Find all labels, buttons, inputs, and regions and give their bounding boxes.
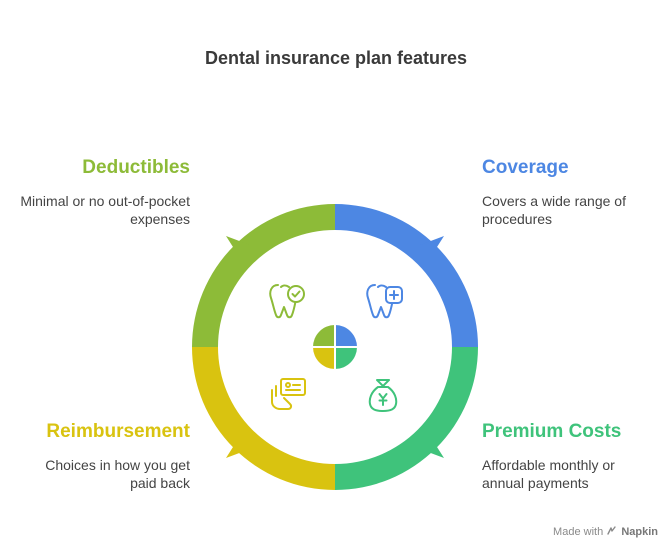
center-quadrant-premium: [335, 347, 357, 369]
ring-arrow-premium: [420, 436, 444, 458]
center-quadrant-coverage: [335, 325, 357, 347]
ring-segment-deductibles: [192, 204, 335, 347]
ring-segment-coverage: [335, 204, 478, 347]
ring-arrow-reimbursement: [226, 436, 250, 458]
ring-arrow-coverage: [420, 236, 444, 258]
hand-card-icon: [271, 378, 306, 410]
deductibles-title: Deductibles: [82, 157, 190, 178]
ring-arrow-deductibles: [226, 236, 250, 258]
reimbursement-description: Choices in how you get paid back: [45, 457, 190, 491]
coverage-title: Coverage: [482, 157, 569, 178]
page-title: Dental insurance plan features: [204, 48, 468, 68]
ring-segment-premium: [335, 347, 478, 490]
made-with-label: Made with: [553, 526, 604, 538]
tooth-plus-icon: [366, 284, 403, 319]
premium-costs-description: Affordable monthly or annual payments: [482, 457, 615, 491]
center-quadrant-deductibles: [313, 325, 335, 347]
ring-segment-reimbursement: [192, 347, 335, 490]
tooth-check-icon: [269, 284, 305, 319]
center-quadrant-reimbursement: [313, 347, 335, 369]
deductibles-description: Minimal or no out-of-pocket expenses: [20, 193, 190, 227]
napkin-logo-icon: [607, 526, 616, 535]
made-with-napkin-footer[interactable]: Made with Napkin: [553, 526, 658, 538]
premium-costs-title: Premium Costs: [482, 421, 622, 442]
money-bag-yen-icon: [368, 379, 398, 412]
coverage-description: Covers a wide range of procedures: [482, 193, 626, 227]
reimbursement-title: Reimbursement: [46, 421, 190, 442]
napkin-brand: Napkin: [621, 526, 658, 538]
